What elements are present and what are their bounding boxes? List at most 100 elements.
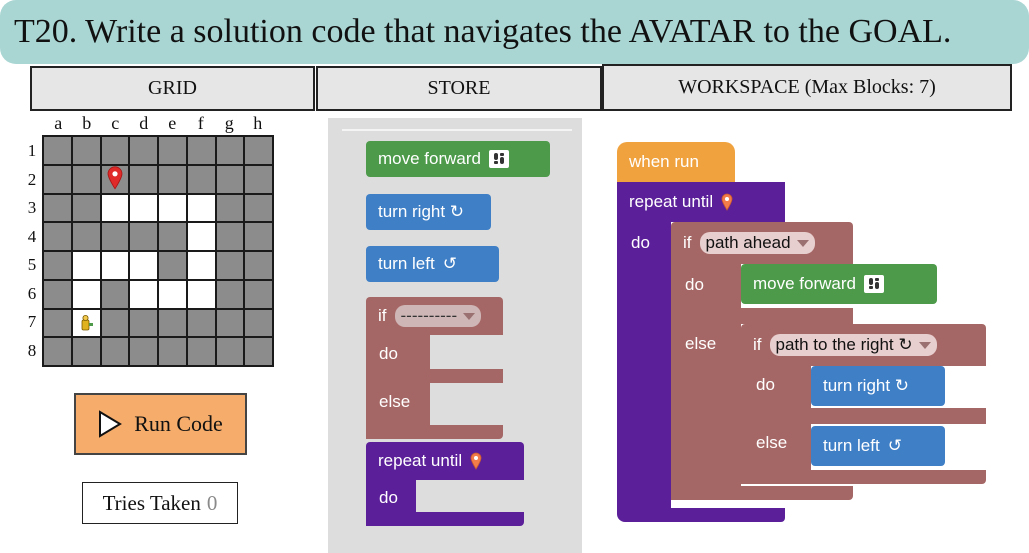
grid-cell — [72, 309, 100, 337]
grid-cell — [245, 280, 272, 308]
grid-cell — [101, 223, 129, 250]
grid-column-labels: a b c d e f g h — [44, 113, 272, 133]
do-label: do — [379, 488, 398, 507]
dropdown-value: path to the right ↻ — [775, 335, 913, 354]
condition-dropdown[interactable]: ---------- — [394, 305, 482, 327]
grid-cell — [72, 280, 100, 308]
workspace-header: WORKSPACE (Max Blocks: 7) — [602, 64, 1012, 111]
grid-cell — [159, 223, 186, 250]
run-code-button[interactable]: Run Code — [74, 393, 247, 455]
grid-cell — [216, 309, 244, 337]
grid-cell — [44, 252, 71, 279]
grid-cell — [130, 309, 157, 337]
if-label: if — [753, 335, 762, 354]
workspace-turn-right-block[interactable]: turn right ↻ — [811, 366, 945, 406]
map-pin-icon — [107, 166, 123, 190]
column-label: b — [82, 113, 92, 133]
grid-cell — [159, 280, 186, 308]
grid-cell — [216, 165, 244, 193]
map-pin-icon — [470, 452, 482, 470]
workspace-move-forward-block[interactable]: move forward — [741, 264, 937, 304]
grid-cell — [44, 194, 71, 222]
grid-cell — [101, 338, 129, 365]
run-code-label: Run Code — [134, 411, 223, 436]
row-label: 1 — [27, 141, 37, 160]
when-run-label: when run — [629, 152, 699, 171]
do-label: do — [756, 375, 775, 394]
block-label: move forward — [378, 149, 481, 168]
grid-cell — [101, 194, 129, 222]
repeat-label: repeat until — [629, 192, 714, 211]
inner-if-header: if path to the right ↻ — [741, 324, 986, 366]
repeat-header: repeat until — [617, 182, 785, 222]
footsteps-icon — [863, 275, 884, 293]
column-label: d — [139, 113, 149, 133]
grid-cell — [245, 223, 272, 250]
store-header: STORE — [316, 66, 602, 111]
grid-cell — [72, 223, 100, 250]
grid-cell — [216, 223, 244, 250]
if-header: if path ahead — [671, 222, 853, 264]
turn-left-icon: ↺ — [887, 436, 902, 455]
store-move-forward-block[interactable]: move forward — [366, 141, 550, 177]
store-turn-left-block[interactable]: turn left ↺ — [366, 246, 499, 282]
column-label: g — [224, 113, 234, 133]
grid-cell — [159, 165, 186, 193]
avatar-icon — [81, 314, 94, 331]
grid-cell — [44, 338, 71, 365]
grid-cell — [187, 252, 215, 279]
grid-cell — [72, 165, 100, 193]
grid-cell — [44, 223, 71, 250]
column-label: f — [197, 113, 204, 133]
turn-left-icon: ↺ — [442, 254, 457, 273]
grid-cell — [216, 280, 244, 308]
grid-cell — [72, 252, 100, 279]
repeat-label: repeat until — [378, 451, 463, 470]
tries-counter: Tries Taken 0 — [82, 482, 238, 524]
grid-cell — [72, 338, 100, 365]
grid-cell — [187, 165, 215, 193]
block-label: turn right ↻ — [823, 376, 910, 395]
block-label: turn right ↻ — [378, 202, 465, 221]
grid-cell — [130, 280, 157, 308]
store-turn-right-block[interactable]: turn right ↻ — [366, 194, 491, 230]
grid-cell — [245, 194, 272, 222]
grid-cell — [216, 338, 244, 365]
grid-cell — [101, 137, 129, 164]
chevron-down-icon — [463, 312, 476, 320]
do-label: do — [685, 275, 704, 294]
grid-cell — [187, 280, 215, 308]
grid-cell — [44, 309, 71, 337]
tries-label: Tries Taken — [102, 490, 201, 515]
grid-cell — [44, 165, 71, 193]
grid-cell — [216, 194, 244, 222]
chevron-down-icon — [796, 239, 809, 247]
footsteps-icon — [488, 150, 509, 168]
grid-cell — [159, 194, 186, 222]
if-footer — [741, 486, 853, 500]
grid-cell — [187, 137, 215, 164]
grid-cell — [159, 338, 186, 365]
play-icon — [99, 410, 123, 438]
repeat-spine — [366, 480, 416, 526]
else-label: else — [756, 433, 788, 452]
when-run-block[interactable]: when run — [617, 142, 735, 182]
column-label: e — [168, 113, 177, 133]
if-footer — [430, 425, 503, 439]
repeat-spine — [617, 222, 671, 522]
grid-cell — [72, 194, 100, 222]
repeat-footer — [671, 508, 785, 522]
do-label: do — [379, 344, 398, 363]
tries-count: 0 — [206, 490, 218, 515]
grid-cell — [187, 309, 215, 337]
row-label: 6 — [27, 283, 37, 303]
workspace-turn-left-block[interactable]: turn left ↺ — [811, 426, 945, 466]
if-divider — [741, 308, 853, 324]
condition-dropdown[interactable]: path ahead — [699, 232, 815, 254]
if-spine — [671, 264, 741, 500]
grid-cell — [187, 338, 215, 365]
grid-cell — [101, 165, 129, 193]
condition-dropdown[interactable]: path to the right ↻ — [769, 334, 937, 356]
grid-cell — [130, 165, 157, 193]
repeat-footer — [416, 512, 524, 526]
